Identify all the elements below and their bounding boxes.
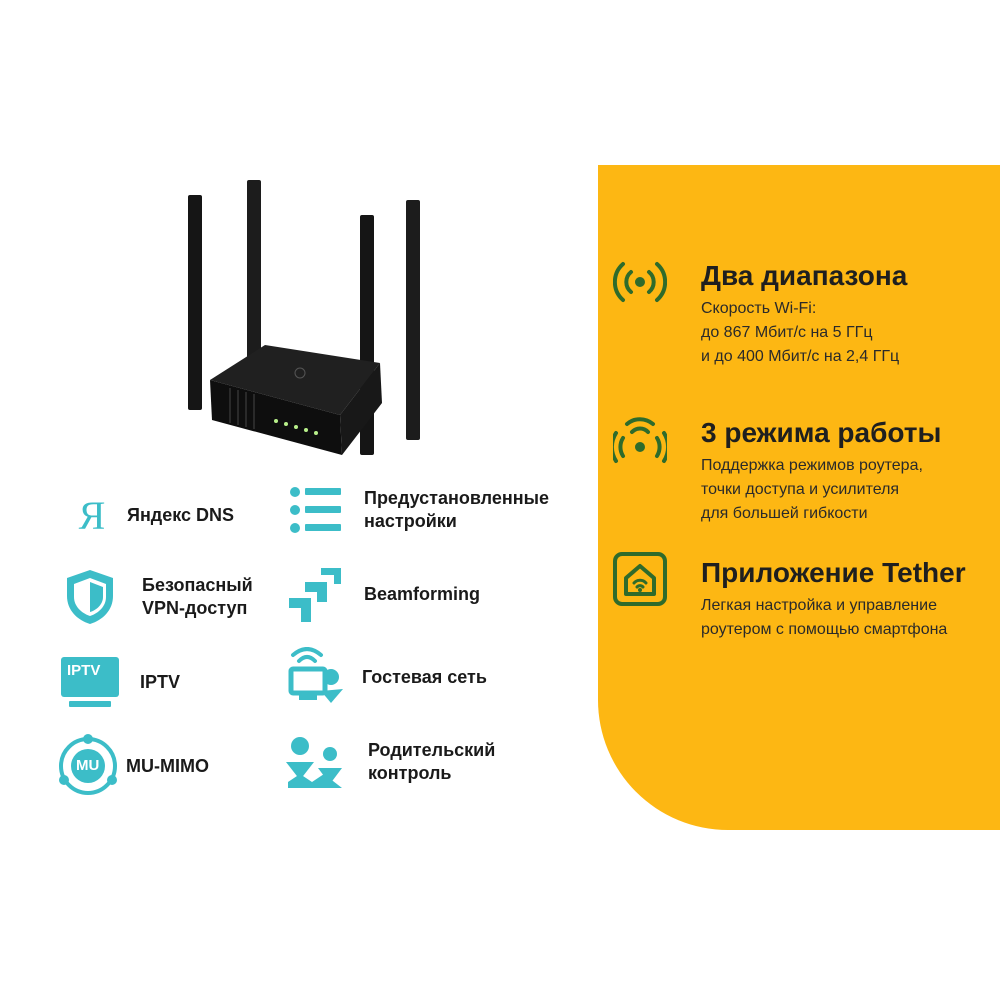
feature-label: VPN-доступ (142, 598, 248, 618)
mu-icon-text: MU (76, 757, 100, 774)
feature-label: Предустановленные (364, 488, 550, 508)
feature-yandex-dns: Я Яндекс DNS (60, 483, 234, 547)
feature-presets: Предустановленные настройки (283, 478, 549, 542)
feature-label: Безопасный (142, 575, 253, 595)
feature-mu-mimo: MU MU-MIMO (56, 734, 209, 798)
router-image (188, 180, 420, 455)
feature-label: Beamforming (364, 583, 481, 604)
guest-network-icon (283, 645, 347, 709)
highlights-panel: Два диапазона Скорость Wi-Fi: до 867 Мби… (598, 165, 1000, 830)
feature-label: Гостевая сеть (362, 666, 487, 687)
dual-band-signal-icon (613, 262, 667, 302)
tether-app-icon (613, 552, 667, 606)
feature-label: MU-MIMO (126, 755, 209, 776)
feature-parental-control: Родительский контроль (283, 730, 495, 794)
beamforming-icon (283, 562, 347, 626)
panel-item-title: Приложение Tether (701, 557, 966, 588)
panel-item-title: 3 режима работы (701, 417, 942, 448)
feature-label: настройки (364, 511, 457, 531)
yandex-ya-icon: Я (78, 492, 106, 538)
feature-label: контроль (368, 763, 452, 783)
panel-item-description: Поддержка режимов роутера, точки доступа… (701, 457, 923, 522)
modes-wifi-icon (613, 417, 667, 463)
shield-icon (58, 565, 122, 629)
feature-label: Яндекс DNS (127, 504, 235, 525)
panel-item-description: Скорость Wi-Fi: до 867 Мбит/с на 5 ГГц и… (701, 300, 900, 365)
feature-label: IPTV (140, 671, 181, 692)
feature-vpn: Безопасный VPN-доступ (58, 565, 253, 629)
feature-beamforming: Beamforming (283, 562, 480, 626)
feature-iptv: IPTV IPTV (58, 650, 180, 714)
iptv-icon (58, 650, 122, 714)
feature-label: Родительский (368, 740, 496, 760)
panel-item-description: Легкая настройка и управление роутером с… (701, 597, 948, 638)
iptv-icon-text: IPTV (67, 662, 101, 679)
panel-item-title: Два диапазона (701, 260, 908, 291)
feature-guest-network: Гостевая сеть (283, 645, 487, 709)
parental-control-icon (283, 730, 347, 794)
list-icon (283, 478, 347, 542)
mu-mimo-icon: MU (56, 734, 120, 798)
